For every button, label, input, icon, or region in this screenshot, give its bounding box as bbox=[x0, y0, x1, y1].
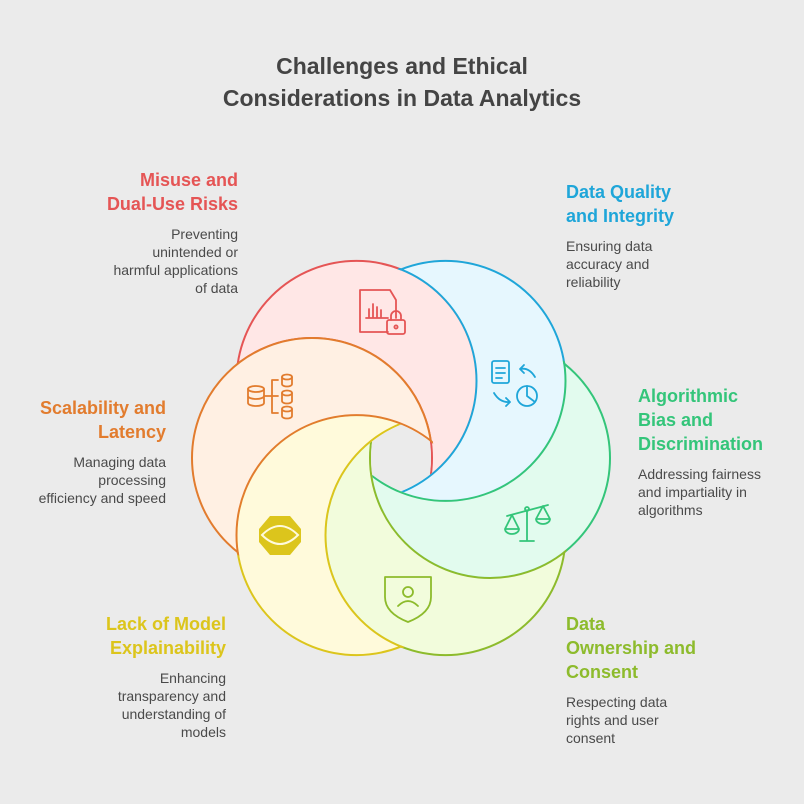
heading-line: Data bbox=[566, 614, 606, 634]
item-heading: Lack of Model Explainability bbox=[26, 612, 226, 660]
description-line: accuracy and bbox=[566, 256, 650, 272]
description-line: rights and user bbox=[566, 712, 659, 728]
heading-line: Explainability bbox=[109, 638, 226, 658]
heading-line: Ownership and bbox=[566, 638, 697, 658]
item-quality: Data Quality and Integrity Ensuring data… bbox=[566, 180, 766, 291]
item-description: Addressing fairness and impartiality in … bbox=[638, 465, 804, 519]
shield-user-icon bbox=[384, 576, 432, 623]
description-line: Preventing bbox=[171, 226, 238, 242]
item-heading: Algorithmic Bias and Discrimination bbox=[638, 384, 804, 456]
description-line: Ensuring data bbox=[566, 238, 653, 254]
description-line: Addressing fairness bbox=[638, 466, 761, 482]
heading-line: Bias and bbox=[638, 410, 714, 430]
heading-line: Latency bbox=[97, 422, 166, 442]
description-line: of data bbox=[195, 280, 238, 296]
balance-scale-icon bbox=[504, 504, 551, 542]
database-tree-icon bbox=[247, 373, 293, 420]
heading-line: and Integrity bbox=[566, 206, 675, 226]
item-ownership: Data Ownership and Consent Respecting da… bbox=[566, 612, 766, 747]
heading-line: Dual-Use Risks bbox=[106, 194, 238, 214]
page-title: Challenges and Ethical Considerations in… bbox=[0, 50, 804, 114]
description-line: models bbox=[180, 724, 226, 740]
item-heading: Scalability and Latency bbox=[0, 396, 166, 444]
item-heading: Misuse and Dual-Use Risks bbox=[38, 168, 238, 216]
description-line: algorithms bbox=[638, 502, 703, 518]
item-description: Enhancing transparency and understanding… bbox=[26, 669, 226, 741]
heading-line: Discrimination bbox=[638, 434, 764, 454]
item-explainability: Lack of Model Explainability Enhancing t… bbox=[26, 612, 226, 741]
crescent-body bbox=[191, 337, 433, 579]
heading-line: Misuse and bbox=[139, 170, 238, 190]
description-line: Enhancing bbox=[159, 670, 226, 686]
item-description: Ensuring data accuracy and reliability bbox=[566, 237, 766, 291]
description-line: efficiency and speed bbox=[38, 490, 166, 506]
item-heading: Data Ownership and Consent bbox=[566, 612, 766, 684]
document-chart-lock-icon bbox=[359, 289, 406, 335]
title-line: Considerations in Data Analytics bbox=[222, 85, 582, 111]
item-description: Respecting data rights and user consent bbox=[566, 693, 766, 747]
heading-line: Scalability and bbox=[39, 398, 166, 418]
description-line: reliability bbox=[566, 274, 621, 290]
title-line: Challenges and Ethical bbox=[276, 53, 528, 79]
item-bias: Algorithmic Bias and Discrimination Addr… bbox=[638, 384, 804, 519]
heading-line: Lack of Model bbox=[105, 614, 226, 634]
description-line: harmful applications bbox=[113, 262, 238, 278]
description-line: Respecting data bbox=[566, 694, 668, 710]
description-line: understanding of bbox=[121, 706, 226, 722]
document-pie-cycle-icon bbox=[491, 360, 538, 407]
description-line: consent bbox=[566, 730, 616, 746]
heading-line: Consent bbox=[566, 662, 638, 682]
item-misuse: Misuse and Dual-Use Risks Preventing uni… bbox=[38, 168, 238, 297]
item-description: Managing data processing efficiency and … bbox=[0, 453, 166, 507]
description-line: unintended or bbox=[152, 244, 238, 260]
description-line: and impartiality in bbox=[638, 484, 747, 500]
heading-line: Algorithmic bbox=[638, 386, 739, 406]
description-line: processing bbox=[98, 472, 166, 488]
heading-line: Data Quality bbox=[566, 182, 672, 202]
crescent-inner-edge bbox=[235, 414, 478, 657]
item-heading: Data Quality and Integrity bbox=[566, 180, 766, 228]
description-line: Managing data bbox=[73, 454, 166, 470]
item-scalability: Scalability and Latency Managing data pr… bbox=[0, 396, 166, 507]
description-line: transparency and bbox=[117, 688, 226, 704]
layers-eye-icon bbox=[259, 516, 301, 555]
item-description: Preventing unintended or harmful applica… bbox=[38, 225, 238, 297]
